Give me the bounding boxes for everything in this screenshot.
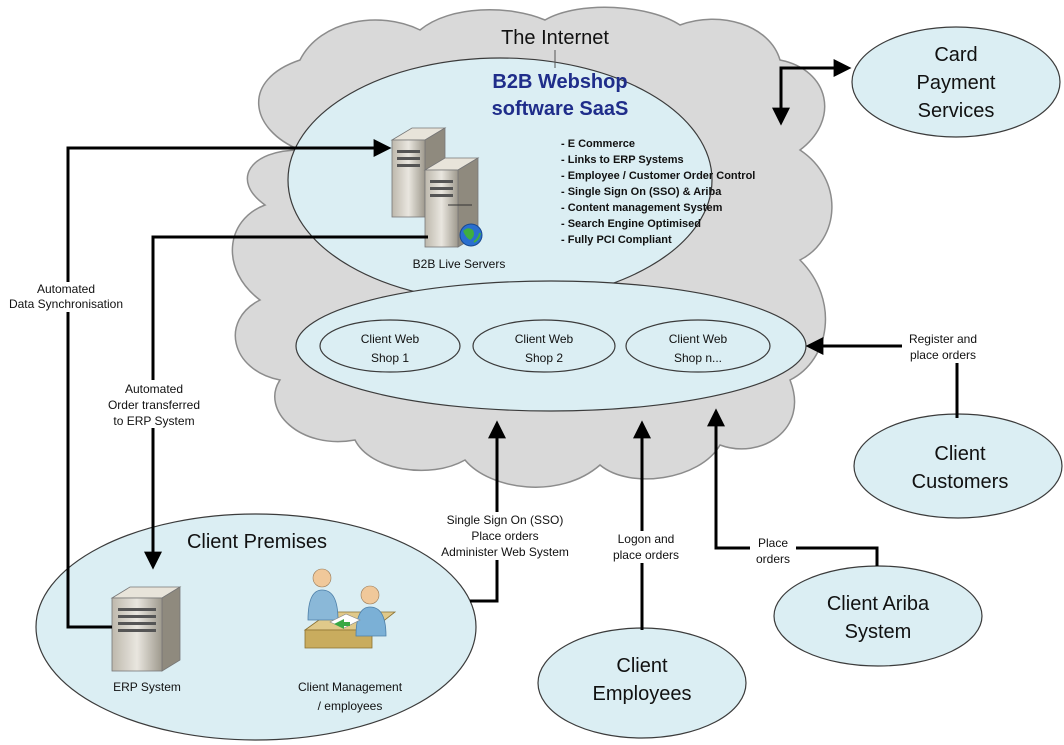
webshop-n: Client Web Shop n...	[625, 319, 771, 373]
connector-label: Order transferred	[108, 398, 200, 412]
erp-server-icon	[110, 586, 182, 672]
live-servers-icon	[390, 127, 483, 248]
node-label: Customers	[912, 471, 1009, 493]
connector-register: Register and place orders	[805, 331, 986, 418]
servers-label: B2B Live Servers	[413, 257, 506, 271]
connector-label: Register and	[909, 332, 977, 346]
webshops-container: Client Web Shop 1 Client Web Shop 2 Clie…	[295, 280, 807, 412]
mgmt-label: Client Management	[298, 680, 403, 694]
card-payment-node: Card Payment Services	[851, 26, 1061, 138]
client-premises: Client Premises ERP System Client Manage…	[35, 513, 477, 741]
client-ariba-node: Client Ariba System	[773, 565, 983, 667]
connector-label: to ERP System	[113, 414, 194, 428]
connector-order-transfer: Automated Order transferred to ERP Syste…	[104, 235, 428, 570]
connector-logon: Logon and place orders	[607, 420, 685, 630]
node-label: Client	[934, 443, 986, 465]
node-label: Employees	[593, 683, 692, 705]
node-label: Services	[918, 100, 995, 122]
connector-label: orders	[756, 552, 790, 566]
connector-card-payment	[772, 59, 852, 126]
connector-label: Data Synchronisation	[9, 297, 123, 311]
webshop-label: Client Web	[361, 332, 420, 346]
saas-platform: B2B Webshop software SaaS - E Commerce -…	[287, 50, 755, 303]
connector-label: Administer Web System	[441, 545, 569, 559]
saas-title-line2: software SaaS	[492, 98, 629, 120]
internet-label: The Internet	[501, 27, 609, 49]
connector-label: Place	[758, 536, 788, 550]
connector-label: Automated	[125, 382, 183, 396]
connector-place-orders: Place orders	[707, 408, 879, 567]
webshop-label: Client Web	[515, 332, 574, 346]
premises-title: Client Premises	[187, 531, 327, 553]
feature-item: - Single Sign On (SSO) & Ariba	[561, 186, 722, 198]
feature-item: - Employee / Customer Order Control	[561, 170, 755, 182]
management-people-icon	[303, 568, 397, 649]
feature-item: - E Commerce	[561, 138, 635, 150]
client-customers-node: Client Customers	[853, 413, 1063, 519]
connector-label: Automated	[37, 282, 95, 296]
webshop-label: Client Web	[669, 332, 728, 346]
connector-data-sync: Automated Data Synchronisation	[6, 139, 392, 629]
feature-item: - Links to ERP Systems	[561, 154, 684, 166]
node-label: System	[845, 621, 912, 643]
node-label: Payment	[917, 72, 996, 94]
connector-label: place orders	[613, 548, 679, 562]
connector-sso: Single Sign On (SSO) Place orders Admini…	[438, 420, 572, 603]
webshop-1: Client Web Shop 1	[319, 319, 461, 373]
webshop-2: Client Web Shop 2	[472, 319, 616, 373]
connector-label: place orders	[910, 348, 976, 362]
mgmt-label: / employees	[318, 699, 383, 713]
node-label: Card	[934, 44, 977, 66]
client-employees-node: Client Employees	[537, 627, 747, 739]
feature-item: - Search Engine Optimised	[561, 218, 701, 230]
connector-label: Single Sign On (SSO)	[447, 513, 564, 527]
connector-label: Place orders	[471, 529, 538, 543]
node-label: Client	[616, 655, 668, 677]
webshop-label: Shop n...	[674, 351, 722, 365]
webshop-label: Shop 1	[371, 351, 409, 365]
webshop-label: Shop 2	[525, 351, 563, 365]
feature-list: - E Commerce - Links to ERP Systems - Em…	[561, 138, 755, 246]
feature-item: - Fully PCI Compliant	[561, 234, 672, 246]
node-label: Client Ariba	[827, 593, 930, 615]
erp-label: ERP System	[113, 680, 181, 694]
feature-item: - Content management System	[561, 202, 723, 214]
connector-label: Logon and	[618, 532, 675, 546]
saas-title-line1: B2B Webshop	[492, 71, 627, 93]
